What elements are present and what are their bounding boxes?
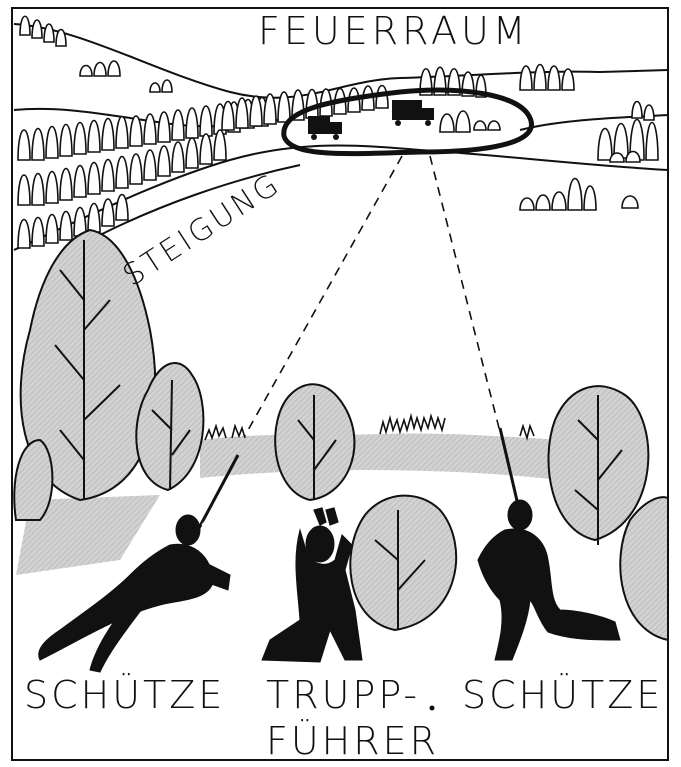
label-squad-leader-line2: FÜHRER: [266, 722, 439, 760]
dot: [430, 706, 435, 711]
label-shooter-right: SCHÜTZE: [462, 676, 663, 714]
label-fire-area: FEUERRAUM: [258, 12, 530, 50]
vehicle-right: [392, 100, 434, 126]
label-shooter-left: SCHÜTZE: [24, 676, 225, 714]
squad-leader-figure: [262, 508, 362, 662]
label-squad-leader-line1: TRUPP-: [266, 676, 420, 714]
forest-right: [222, 65, 658, 211]
vehicle-left: [308, 116, 342, 140]
